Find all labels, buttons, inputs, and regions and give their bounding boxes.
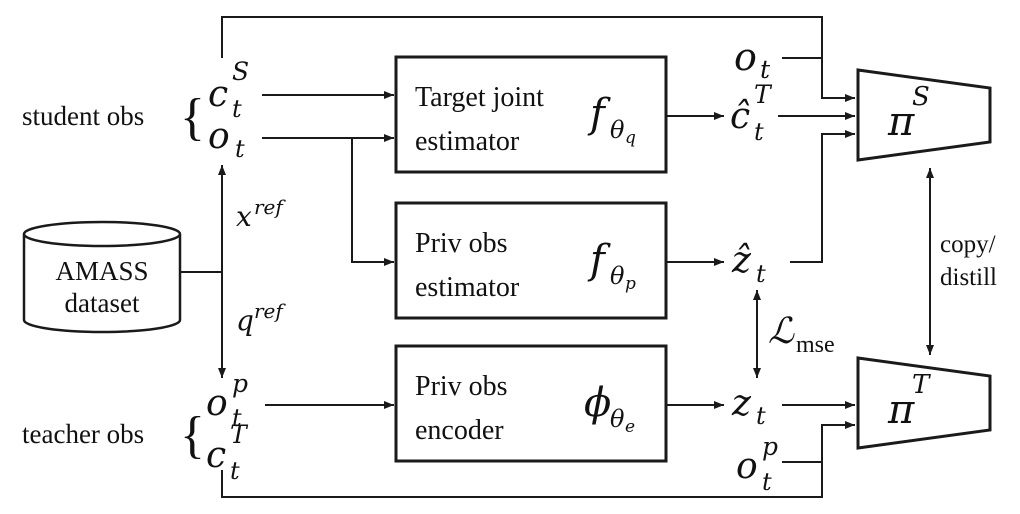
svg-text:t: t xyxy=(232,404,242,432)
ot-to-student-arrow xyxy=(782,57,823,98)
right-ot-symbol: o t xyxy=(734,35,771,84)
ot-to-priv-estimator-arrow xyxy=(351,138,394,266)
svg-text:c: c xyxy=(208,74,228,115)
svg-text:π: π xyxy=(887,387,915,433)
teacher-ctt-symbol: c T t xyxy=(206,420,249,485)
student-ot-symbol: o t xyxy=(208,116,245,163)
student-obs-label: student obs xyxy=(22,101,144,131)
svg-text:T: T xyxy=(230,420,249,449)
copy-distill-line2: distill xyxy=(940,264,997,291)
zhat-to-student-arrow xyxy=(790,130,855,263)
svg-text:t: t xyxy=(232,95,242,123)
svg-text:S: S xyxy=(232,57,249,86)
target-joint-estimator-block: Target joint estimator f θ q xyxy=(394,55,668,174)
svg-text:p: p xyxy=(232,369,248,398)
svg-text:estimator: estimator xyxy=(415,272,520,303)
svg-text:x: x xyxy=(236,200,252,233)
svg-text:encoder: encoder xyxy=(415,415,504,446)
svg-text:π: π xyxy=(887,99,915,145)
svg-text:ℒ: ℒ xyxy=(768,311,795,352)
svg-text:θ: θ xyxy=(610,116,625,144)
svg-text:t: t xyxy=(235,135,245,163)
teacher-policy: π T xyxy=(856,356,992,450)
svg-text:Target joint: Target joint xyxy=(415,82,544,113)
xref-symbol: x ref xyxy=(236,195,286,233)
teacher-obs-label: teacher obs xyxy=(22,419,144,449)
amass-dataset-cylinder xyxy=(22,220,182,334)
student-cts-symbol: c S t xyxy=(208,57,249,123)
svg-text:t: t xyxy=(754,118,764,146)
priv-obs-encoder-block: Priv obs encoder ϕ θ e xyxy=(394,344,668,463)
svg-text:t: t xyxy=(756,260,766,288)
svg-text:t: t xyxy=(230,457,240,485)
svg-text:ẑ: ẑ xyxy=(731,240,752,281)
svg-text:mse: mse xyxy=(796,332,835,358)
svg-text:t: t xyxy=(756,402,766,430)
svg-text:ref: ref xyxy=(254,195,286,219)
student-obs-brace: { xyxy=(180,89,205,146)
svg-text:ĉ: ĉ xyxy=(730,96,750,137)
svg-text:t: t xyxy=(762,468,772,496)
svg-text:p: p xyxy=(762,432,778,461)
connectors xyxy=(180,16,934,498)
svg-text:T: T xyxy=(912,370,931,400)
svg-text:e: e xyxy=(625,417,635,437)
top-loop-line xyxy=(221,16,855,102)
teacher-otp-symbol: o p t xyxy=(206,369,248,432)
svg-text:ϕ: ϕ xyxy=(584,380,611,426)
svg-text:p: p xyxy=(625,274,636,294)
svg-text:o: o xyxy=(736,446,758,487)
right-otp-symbol: o p t xyxy=(736,432,778,496)
otp-to-teacher-arrow xyxy=(782,425,823,463)
svg-text:Priv obs: Priv obs xyxy=(415,371,508,402)
svg-text:S: S xyxy=(912,82,930,112)
zhat-t-symbol: ẑ t xyxy=(731,240,766,288)
svg-text:o: o xyxy=(734,35,757,79)
svg-text:q: q xyxy=(236,304,254,337)
svg-text:θ: θ xyxy=(610,405,625,433)
svg-text:o: o xyxy=(206,383,228,424)
teacher-obs-brace: { xyxy=(180,407,205,464)
svg-text:ref: ref xyxy=(254,299,286,323)
svg-text:T: T xyxy=(754,80,773,109)
svg-text:c: c xyxy=(206,435,226,476)
mse-loss-label: ℒ mse xyxy=(768,311,835,358)
chat-t-symbol: ĉ T t xyxy=(730,80,773,146)
svg-text:q: q xyxy=(625,128,636,148)
svg-text:estimator: estimator xyxy=(415,126,520,157)
student-policy: π S xyxy=(856,68,992,162)
amass-label-line2: dataset xyxy=(65,288,140,318)
zt-symbol: z t xyxy=(731,383,766,430)
svg-text:t: t xyxy=(760,55,771,84)
svg-text:z: z xyxy=(731,383,752,424)
copy-distill-line1: copy/ xyxy=(940,231,996,258)
priv-obs-estimator-block: Priv obs estimator f θ p xyxy=(394,201,668,320)
svg-text:Priv obs: Priv obs xyxy=(415,228,508,259)
svg-text:o: o xyxy=(208,116,230,157)
amass-label-line1: AMASS xyxy=(55,256,148,286)
qref-symbol: q ref xyxy=(236,299,286,337)
svg-text:θ: θ xyxy=(610,262,625,290)
bottom-loop-line xyxy=(221,421,855,498)
